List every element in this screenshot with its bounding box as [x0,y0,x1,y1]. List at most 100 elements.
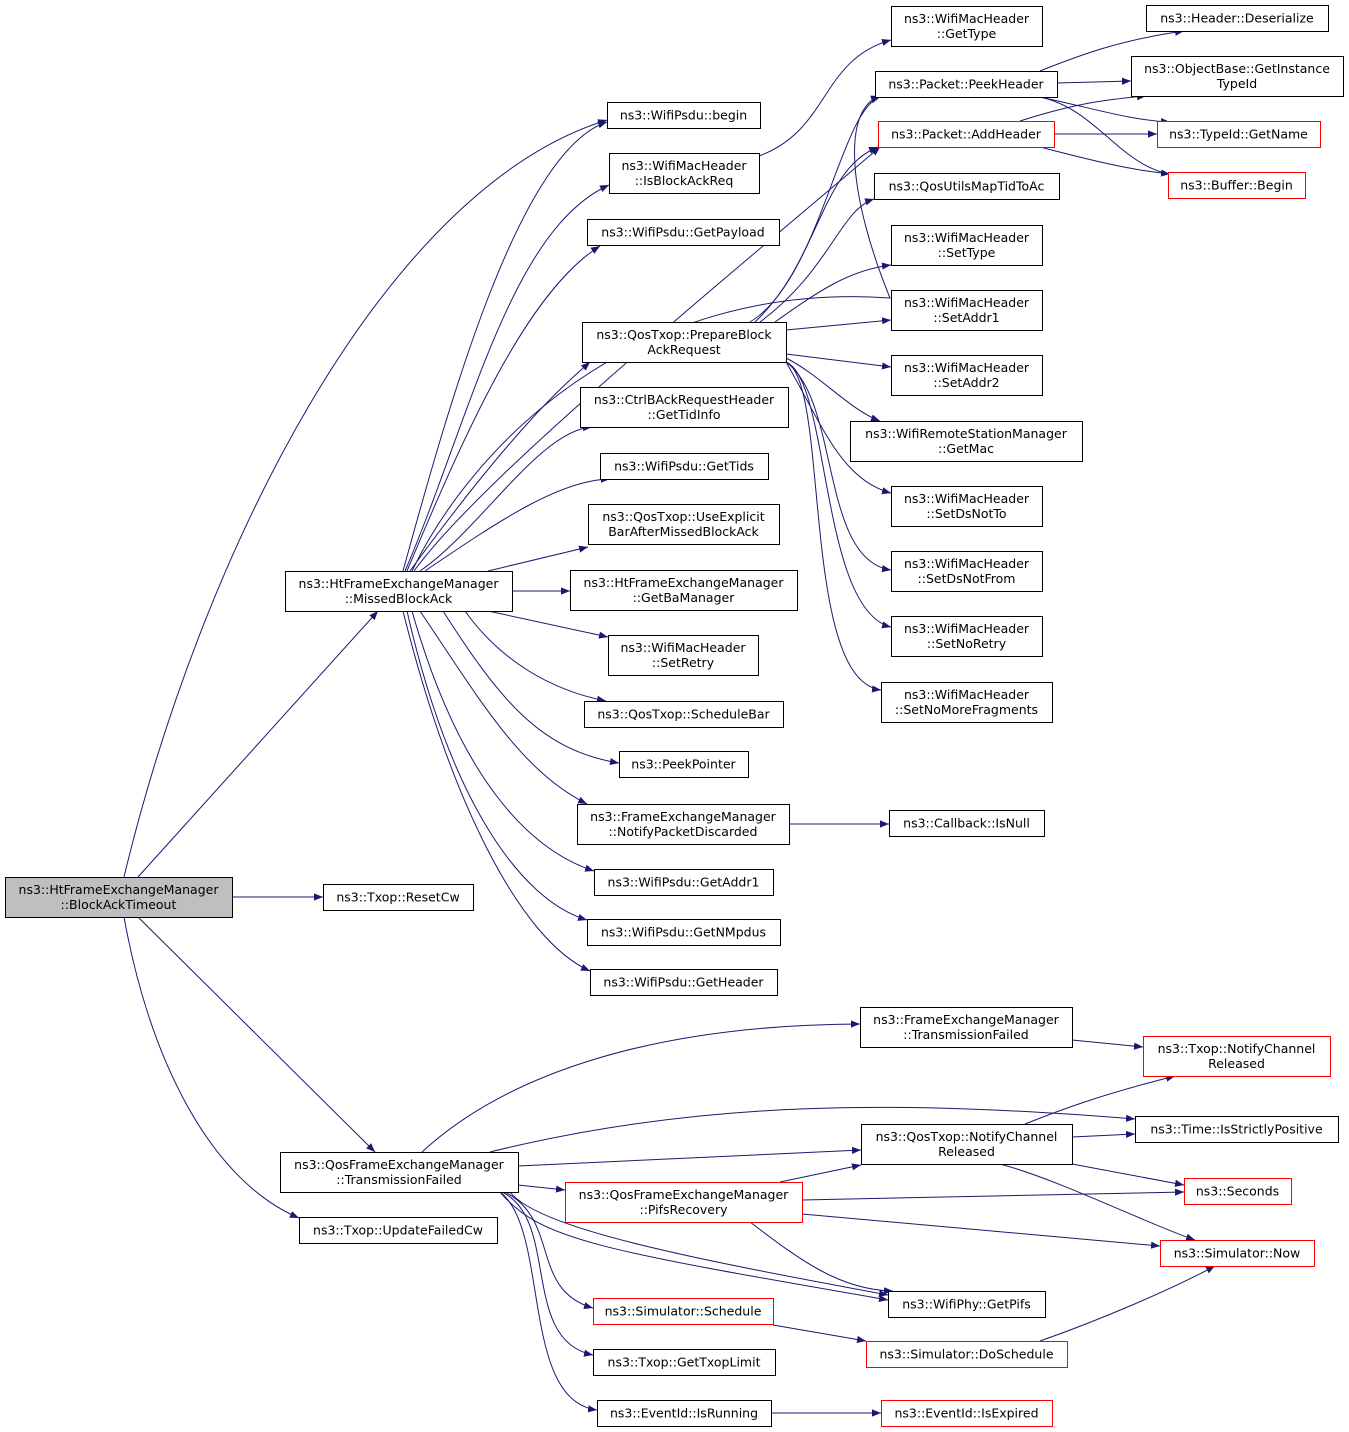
node-label: ns3::WifiPsdu::GetHeader [603,975,764,990]
node-setType[interactable]: ns3::WifiMacHeader::SetType [891,225,1043,266]
call-edge [419,423,593,572]
node-box [5,877,233,918]
node-box [608,635,759,676]
node-setRetry[interactable]: ns3::WifiMacHeader::SetRetry [608,635,759,676]
node-getTidInfo[interactable]: ns3::CtrlBAckRequestHeader::GetTidInfo [580,387,789,428]
node-box [565,1182,803,1223]
node-label: ns3::WifiMacHeader [620,640,746,655]
node-peekPtr[interactable]: ns3::PeekPointer [619,751,749,778]
node-getBaMgr[interactable]: ns3::HtFrameExchangeManager::GetBaManage… [570,570,798,611]
node-label: ns3::WifiPsdu::GetPayload [601,225,764,240]
node-label: ::BlockAckTimeout [61,897,177,912]
node-label: ns3::WifiPsdu::GetAddr1 [608,875,760,890]
node-resetCw[interactable]: ns3::Txop::ResetCw [323,884,474,911]
node-strictPos[interactable]: ns3::Time::IsStrictlyPositive [1135,1116,1339,1143]
node-dsNotTo[interactable]: ns3::WifiMacHeader::SetDsNotTo [891,486,1043,527]
node-label: ns3::Txop::GetTxopLimit [608,1355,761,1370]
call-edge [772,1324,867,1344]
node-label: ns3::Txop::ResetCw [336,890,459,905]
node-box [582,322,787,363]
node-label: Released [1208,1056,1265,1071]
node-dsNotFrom[interactable]: ns3::WifiMacHeader::SetDsNotFrom [891,551,1043,592]
call-edge [517,1146,862,1167]
node-label: ns3::WifiPhy::GetPifs [902,1297,1031,1312]
node-label: ns3::Seconds [1196,1184,1279,1199]
call-edge [749,96,881,323]
call-edge [489,1106,1136,1153]
call-edge [758,38,892,157]
node-getTids[interactable]: ns3::WifiPsdu::GetTids [600,453,769,480]
call-edge [785,361,892,573]
call-edge [406,245,601,572]
node-useExplicit[interactable]: ns3::QosTxop::UseExplicitBarAfterMissedB… [588,504,780,545]
node-setAddr2[interactable]: ns3::WifiMacHeader::SetAddr2 [891,355,1043,396]
node-txopLimit[interactable]: ns3::Txop::GetTxopLimit [593,1349,776,1376]
node-label: ns3::WifiMacHeader [904,621,1030,636]
node-box [299,1217,498,1244]
call-edge [499,1191,889,1303]
node-label: ::TransmissionFailed [336,1172,461,1187]
node-notifyDisc[interactable]: ns3::FrameExchangeManager::NotifyPacketD… [577,804,790,845]
node-label: ::SetAddr2 [933,375,999,390]
node-label: ns3::Time::IsStrictlyPositive [1150,1122,1323,1137]
node-peekHdr[interactable]: ns3::Packet::PeekHeader [875,71,1058,98]
node-label: BarAfterMissedBlockAck [608,524,759,539]
node-pifsRec[interactable]: ns3::QosFrameExchangeManager::PifsRecove… [565,1182,803,1223]
node-mapTid[interactable]: ns3::QosUtilsMapTidToAc [874,173,1060,200]
call-edge [137,610,379,878]
node-label: ns3::QosTxop::UseExplicit [602,509,764,524]
node-getAddr1[interactable]: ns3::WifiPsdu::GetAddr1 [594,869,774,896]
node-isExpired[interactable]: ns3::EventId::IsExpired [881,1400,1053,1427]
node-noRetry[interactable]: ns3::WifiMacHeader::SetNoRetry [891,616,1043,657]
node-box [874,173,1060,200]
node-typeName[interactable]: ns3::TypeId::GetName [1157,121,1321,148]
call-edge [1039,96,1181,179]
node-label: ::GetType [937,26,997,41]
node-seconds[interactable]: ns3::Seconds [1184,1178,1292,1205]
node-isRunning[interactable]: ns3::EventId::IsRunning [597,1400,772,1427]
node-getNMpdus[interactable]: ns3::WifiPsdu::GetNMpdus [587,919,781,946]
call-edge [1071,1039,1144,1050]
node-label: ::NotifyPacketDiscarded [609,824,758,839]
node-box [1184,1178,1292,1205]
node-box [891,486,1043,527]
node-getType[interactable]: ns3::WifiMacHeader::GetType [891,6,1043,47]
node-noMoreFrag[interactable]: ns3::WifiMacHeader::SetNoMoreFragments [881,682,1053,723]
node-root[interactable]: ns3::HtFrameExchangeManager::BlockAckTim… [5,877,233,918]
node-schedBar[interactable]: ns3::QosTxop::ScheduleBar [584,701,784,728]
call-edge [749,1221,894,1295]
node-femTxFail[interactable]: ns3::FrameExchangeManager::TransmissionF… [860,1007,1073,1048]
node-bufBegin[interactable]: ns3::Buffer::Begin [1168,172,1306,199]
node-qosTxFail[interactable]: ns3::QosFrameExchangeManager::Transmissi… [280,1152,519,1193]
node-simNow[interactable]: ns3::Simulator::Now [1160,1240,1315,1267]
node-updFailCw[interactable]: ns3::Txop::UpdateFailedCw [299,1217,498,1244]
node-isNull[interactable]: ns3::Callback::IsNull [889,810,1045,837]
call-edge [499,1191,598,1413]
node-hdrDeser[interactable]: ns3::Header::Deserialize [1146,5,1329,32]
node-label: ns3::WifiMacHeader [904,230,1030,245]
node-simSched[interactable]: ns3::Simulator::Schedule [593,1298,774,1325]
node-box [597,1400,772,1427]
call-nodes: ns3::HtFrameExchangeManager::BlockAckTim… [5,5,1344,1427]
node-getPayload[interactable]: ns3::WifiPsdu::GetPayload [587,219,780,246]
node-label: ns3::WifiMacHeader [904,11,1030,26]
node-getHeader[interactable]: ns3::WifiPsdu::GetHeader [590,969,778,996]
node-label: ns3::WifiMacHeader [904,491,1030,506]
node-isBAR[interactable]: ns3::WifiMacHeader::IsBlockAckReq [609,153,760,194]
node-setAddr1[interactable]: ns3::WifiMacHeader::SetAddr1 [891,290,1043,331]
node-missedBA[interactable]: ns3::HtFrameExchangeManager::MissedBlock… [285,571,513,612]
node-getPifs[interactable]: ns3::WifiPhy::GetPifs [888,1291,1046,1318]
node-doSched[interactable]: ns3::Simulator::DoSchedule [866,1341,1068,1368]
node-box [878,121,1055,148]
node-label: ns3::QosTxop::ScheduleBar [597,707,770,722]
node-box [860,1007,1073,1048]
node-addHdr[interactable]: ns3::Packet::AddHeader [878,121,1055,148]
call-edge [785,357,881,422]
node-psduBegin[interactable]: ns3::WifiPsdu::begin [607,102,761,129]
node-getMac[interactable]: ns3::WifiRemoteStationManager::GetMac [850,421,1083,462]
node-box [875,71,1058,98]
